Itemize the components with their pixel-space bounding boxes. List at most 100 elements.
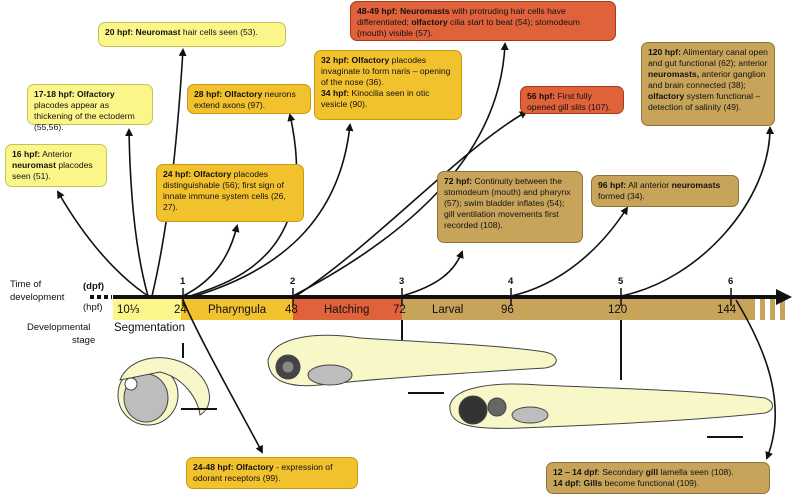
- event-box-120hpf: 120 hpf: Alimentary canal open and gut f…: [641, 42, 775, 126]
- event-box-96hpf: 96 hpf: All anterior neuromasts formed (…: [591, 175, 739, 207]
- event-48hpf-text-pre: with protruding hair cells have differen…: [357, 6, 566, 27]
- event-48hpf-heading: 48-49 hpf: Neuromasts: [357, 6, 450, 16]
- event-20hpf-heading: 20 hpf: Neuromast: [105, 27, 181, 37]
- event-box-48hpf: 48-49 hpf: Neuromasts with protruding ha…: [350, 1, 616, 41]
- hpf-tick-48: 48: [285, 304, 298, 316]
- event-72hpf-heading: 72 hpf:: [444, 176, 473, 186]
- arrow-24-48hpf: [182, 299, 263, 454]
- event-96hpf-heading: 96 hpf:: [598, 180, 627, 190]
- hpf-tick-96: 96: [501, 304, 514, 316]
- event-48hpf-keyword: olfactory: [411, 17, 448, 27]
- time-of-development-label-line1: Time of: [10, 279, 42, 290]
- event-16hpf-keyword: neuromast: [12, 160, 56, 170]
- hatching-band: [293, 298, 402, 320]
- event-32hpf-heading: 32 hpf: Olfactory: [321, 55, 390, 65]
- axis-ticks: [182, 288, 732, 306]
- time-of-development-label-line2: development: [10, 292, 65, 303]
- event-32hpf-text: placodes invaginate to form naris – open…: [321, 55, 451, 87]
- event-96hpf-text: formed (34).: [598, 191, 645, 201]
- event-box-24hpf: 24 hpf: Olfactory placodes distinguishab…: [156, 164, 304, 222]
- arrow-24hpf: [182, 224, 240, 297]
- arrow-72hpf: [401, 250, 464, 297]
- event-box-gills: 12 – 14 dpf: Secondary gill lamella seen…: [546, 462, 770, 494]
- event-box-56hpf: 56 hpf: First fully opened gill slits (1…: [520, 86, 624, 114]
- event-28hpf-text: neurons extend axons (97).: [194, 89, 296, 110]
- event-16hpf-text-pre: Anterior: [40, 149, 73, 159]
- larval-band-stripe-3: [780, 298, 785, 320]
- larva-72hpf: [267, 334, 557, 387]
- event-gills-heading: 12 – 14 dpf: [553, 467, 598, 477]
- event-14dpf-text: become functional (109).: [602, 478, 700, 488]
- stage-hatching: Hatching: [324, 304, 370, 316]
- event-120hpf-keyword-2: olfactory: [648, 91, 685, 101]
- event-17hpf-heading: 17-18 hpf: Olfactory: [34, 89, 115, 99]
- hpf-tick-144: 144: [717, 304, 737, 316]
- event-17hpf-text: placodes appear as thickening of the ect…: [34, 100, 135, 132]
- event-box-20hpf: 20 hpf: Neuromast hair cells seen (53).: [98, 22, 286, 47]
- event-120hpf-text-pre: Alimentary canal open and gut functional…: [648, 47, 768, 68]
- event-96hpf-text-pre: All anterior: [626, 180, 672, 190]
- event-120hpf-text: system functional – detection of salinit…: [648, 91, 761, 112]
- dpf-tick-6: 6: [728, 276, 734, 287]
- event-56hpf-text: First fully opened gill slits (107).: [527, 91, 611, 112]
- event-34hpf-text: Kinocilia seen in otic vesicle (90).: [321, 88, 430, 109]
- event-34hpf-heading: 34 hpf:: [321, 88, 350, 98]
- event-56hpf-heading: 56 hpf:: [527, 91, 556, 101]
- developmental-stage-label-line1: Developmental: [27, 322, 91, 333]
- embryo-24hpf: [117, 357, 210, 426]
- stage-segmentation: Segmentation: [114, 322, 185, 334]
- dpf-tick-3: 3: [399, 276, 405, 287]
- dpf-label: (dpf): [83, 281, 105, 292]
- event-box-32hpf: 32 hpf: Olfactory placodes invaginate to…: [314, 50, 462, 120]
- stage-larval: Larval: [432, 304, 464, 316]
- event-gills-text: lamella seen (108).: [658, 467, 734, 477]
- event-120hpf-text-mid: anterior ganglion and brain connected (3…: [648, 69, 766, 90]
- larval-band-stripe-1: [760, 298, 765, 320]
- hpf-tick-10: 10⅓: [117, 304, 140, 316]
- stage-pharyngula: Pharyngula: [208, 304, 267, 316]
- event-120hpf-keyword: neuromasts,: [648, 69, 700, 79]
- event-box-28hpf: 28 hpf: Olfactory neurons extend axons (…: [187, 84, 311, 114]
- dpf-tick-2: 2: [290, 276, 296, 287]
- hpf-tick-24: 24: [174, 304, 187, 316]
- larval-band: [402, 298, 755, 320]
- dpf-tick-1: 1: [180, 276, 186, 287]
- hpf-tick-120: 120: [608, 304, 628, 316]
- event-96hpf-keyword: neuromasts: [671, 180, 721, 190]
- event-box-72hpf: 72 hpf: Continuity between the stomodeum…: [437, 171, 583, 243]
- event-24hpf-text: placodes distinguishable (56); first sig…: [163, 169, 286, 212]
- dpf-tick-5: 5: [618, 276, 624, 287]
- larva-120hpf: [449, 383, 773, 429]
- event-gills-text-pre: : Secondary: [597, 467, 646, 477]
- event-16hpf-text: placodes seen (51).: [12, 160, 93, 181]
- event-28hpf-heading: 28 hpf: Olfactory: [194, 89, 263, 99]
- hpf-label: (hpf): [83, 302, 103, 313]
- time-axis-arrowhead: [776, 289, 792, 305]
- event-24-48hpf-heading: 24-48 hpf: Olfactory: [193, 462, 274, 472]
- arrow-32hpf: [194, 123, 354, 297]
- larval-band-stripe-2: [770, 298, 775, 320]
- event-24-48hpf-text: - expression of odorant receptors (99).: [193, 462, 333, 483]
- event-72hpf-text: Continuity between the stomodeum (mouth)…: [444, 176, 571, 230]
- event-48hpf-text: cilia start to beat (54); stomodeum (mou…: [357, 17, 580, 38]
- segmentation-band: [113, 298, 181, 320]
- event-box-17-18hpf: 17-18 hpf: Olfactory placodes appear as …: [27, 84, 153, 132]
- arrow-120hpf: [620, 126, 774, 297]
- event-14dpf-heading: 14 dpf: Gills: [553, 478, 603, 488]
- event-16hpf-heading: 16 hpf:: [12, 149, 41, 159]
- arrow-17hpf: [125, 128, 149, 297]
- developmental-stage-label-line2: stage: [72, 335, 96, 346]
- event-box-16hpf: 16 hpf: Anterior neuromast placodes seen…: [5, 144, 107, 187]
- event-120hpf-heading: 120 hpf:: [648, 47, 681, 57]
- event-24hpf-heading: 24 hpf: Olfactory: [163, 169, 232, 179]
- event-gills-keyword: gill: [645, 467, 659, 477]
- arrow-gills: [735, 299, 776, 460]
- hpf-tick-72: 72: [393, 304, 406, 316]
- arrow-56hpf: [295, 111, 528, 297]
- arrow-16hpf: [56, 190, 149, 297]
- dpf-tick-4: 4: [508, 276, 514, 287]
- pharyngula-band: [181, 298, 293, 320]
- arrow-96hpf: [510, 206, 629, 297]
- event-box-24-48hpf: 24-48 hpf: Olfactory - expression of odo…: [186, 457, 358, 489]
